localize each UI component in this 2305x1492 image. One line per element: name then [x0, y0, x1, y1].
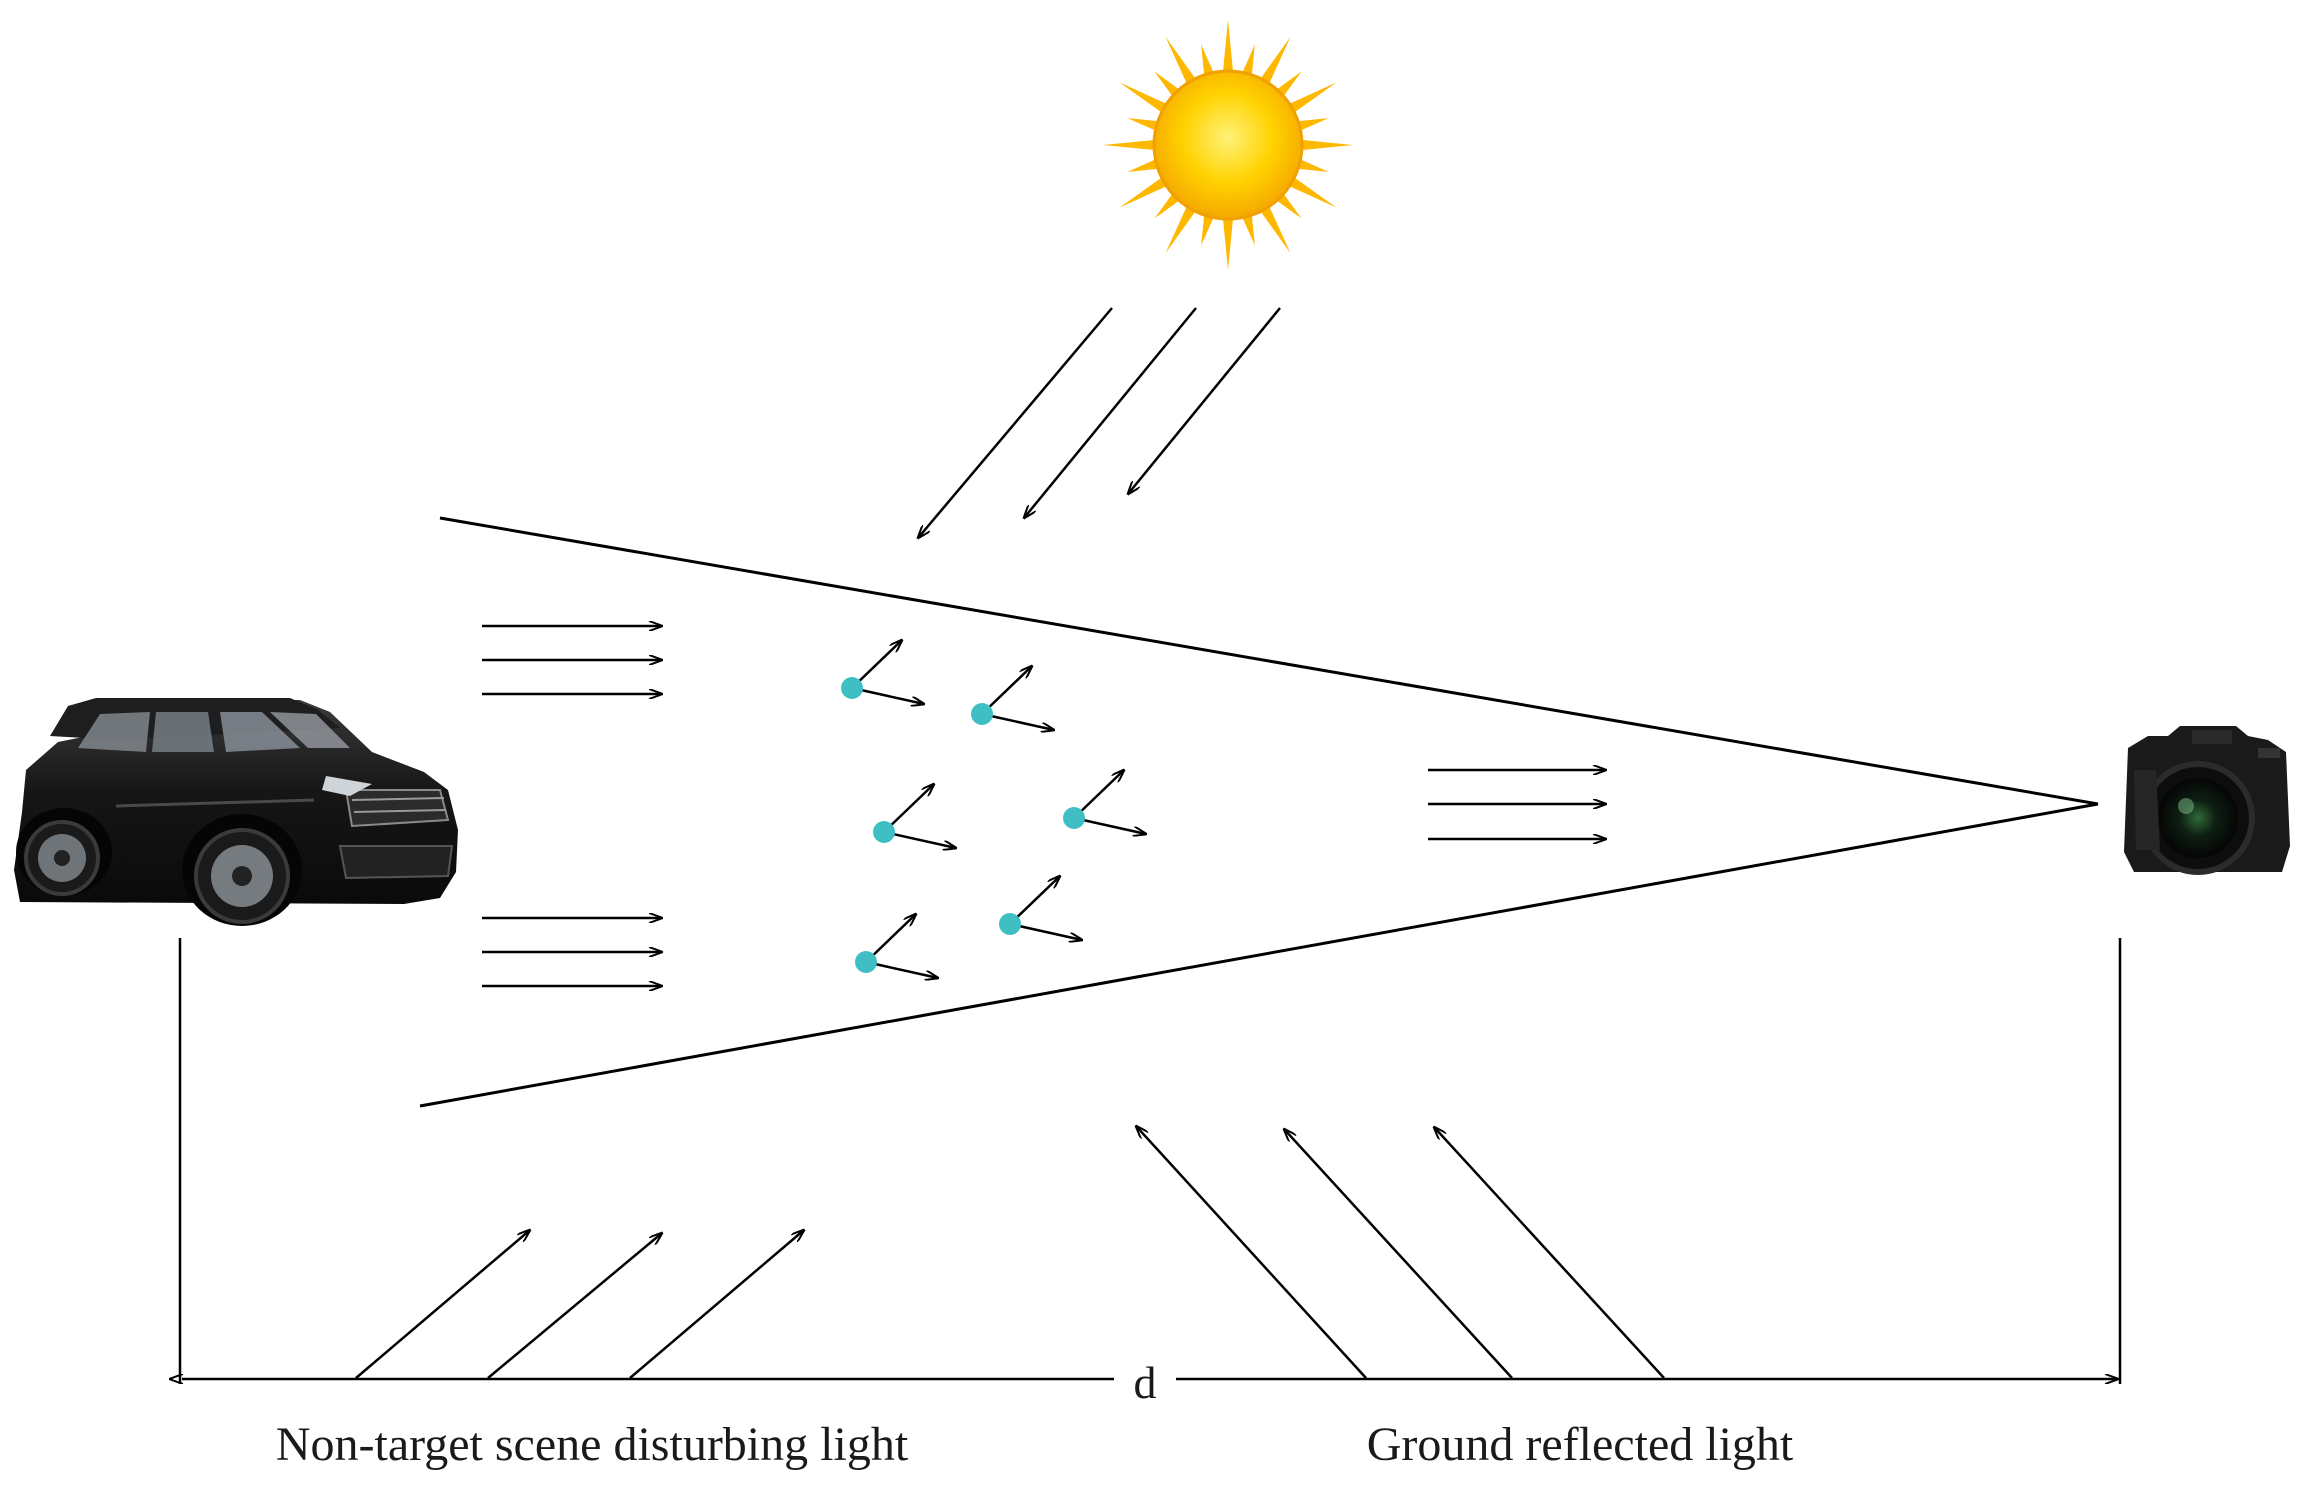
sun-ray-spikes: [1103, 20, 1353, 270]
target-light-arrows-upper: [482, 626, 662, 694]
sunlight-arrow: [1024, 307, 1197, 518]
target-light-arrows-lower: [482, 918, 662, 986]
sunlight-arrow: [918, 307, 1113, 538]
distance-indicator: [180, 938, 2122, 1384]
scattering-particles: [841, 640, 1146, 978]
car-icon: [14, 698, 458, 926]
scattering-particle: [873, 784, 956, 848]
sun-icon: [1103, 20, 1353, 270]
ground-reflected-light-arrows: [1136, 1126, 1665, 1379]
sun-rays: [1103, 20, 1353, 270]
disturbing-light-arrows: [355, 1230, 804, 1379]
sunlight-arrow: [1128, 307, 1281, 494]
distance-label: d: [1134, 1357, 1157, 1408]
scattering-particle: [841, 640, 924, 704]
scattering-particle: [855, 914, 938, 978]
camera-icon: [2124, 726, 2290, 875]
scattering-particle: [999, 876, 1082, 940]
ground-reflected-light-caption: Ground reflected light: [1367, 1418, 1794, 1471]
scattering-particle: [971, 666, 1054, 730]
disturbing-light-caption: Non-target scene disturbing light: [276, 1418, 909, 1471]
scattering-particle: [1063, 770, 1146, 834]
transmitted-light-arrows: [1428, 770, 1606, 839]
field-of-view-cone: [419, 516, 2099, 1108]
sunlight-arrows: [918, 307, 1281, 538]
